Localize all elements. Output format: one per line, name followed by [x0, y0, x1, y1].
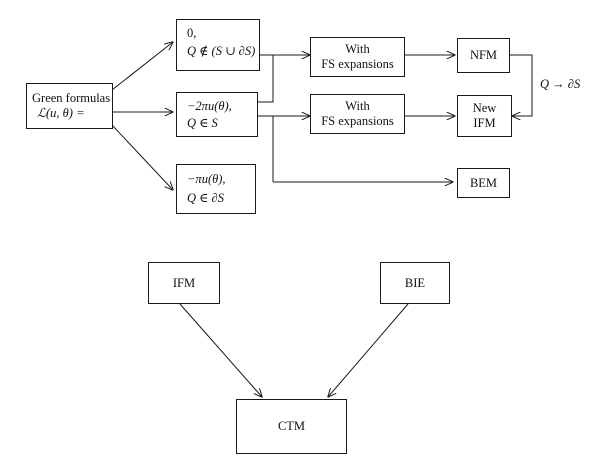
node-fs-expansions-1: With FS expansions — [310, 37, 405, 77]
inside-line2: Q ∈ S — [187, 115, 218, 130]
node-fs-expansions-2: With FS expansions — [310, 94, 405, 134]
ifm-label: IFM — [172, 275, 196, 290]
inside-line1: −2πu(θ), — [187, 98, 232, 113]
node-nfm: NFM — [457, 38, 510, 73]
node-ifm: IFM — [148, 262, 220, 304]
fs1-line1: With — [345, 42, 370, 56]
fs2-line2: FS expansions — [321, 114, 394, 128]
bie-label: BIE — [404, 275, 426, 290]
node-new-ifm: New IFM — [457, 95, 512, 137]
edge-nfm-to-newifm — [510, 54, 533, 116]
outside-line1: 0, — [187, 26, 197, 40]
node-boundary: −πu(θ), Q ∈ ∂S — [176, 164, 256, 214]
edge-ifm-to-ctm — [179, 303, 262, 397]
green-line2: ℒ(u, θ) = — [37, 106, 85, 120]
node-inside: −2πu(θ), Q ∈ S — [176, 92, 258, 137]
node-bie: BIE — [380, 262, 450, 304]
ctm-label: CTM — [277, 419, 306, 433]
newifm-line1: New — [472, 101, 497, 115]
edge-bie-to-ctm — [328, 303, 409, 397]
boundary-line1: −πu(θ), — [187, 172, 226, 186]
node-green-formulas: Green formulas ℒ(u, θ) = — [26, 83, 113, 129]
green-line1: Green formulas — [32, 91, 111, 105]
fs2-line1: With — [345, 99, 370, 113]
fs1-line2: FS expansions — [321, 57, 394, 71]
edge-inside-to-fs1 — [258, 55, 274, 103]
outside-line2: Q ∉ (S ∪ ∂S) — [187, 44, 256, 58]
newifm-line2: IFM — [473, 116, 496, 130]
edge-green-to-outside — [111, 42, 173, 91]
node-outside: 0, Q ∉ (S ∪ ∂S) — [176, 19, 260, 71]
bem-label: BEM — [469, 175, 498, 190]
node-ctm: CTM — [236, 399, 347, 454]
boundary-line2: Q ∈ ∂S — [187, 191, 224, 205]
nfm-label: NFM — [469, 48, 498, 62]
node-bem: BEM — [457, 168, 510, 198]
edge-label-limit: Q → ∂S — [540, 77, 581, 91]
edge-green-to-boundary — [111, 124, 173, 190]
